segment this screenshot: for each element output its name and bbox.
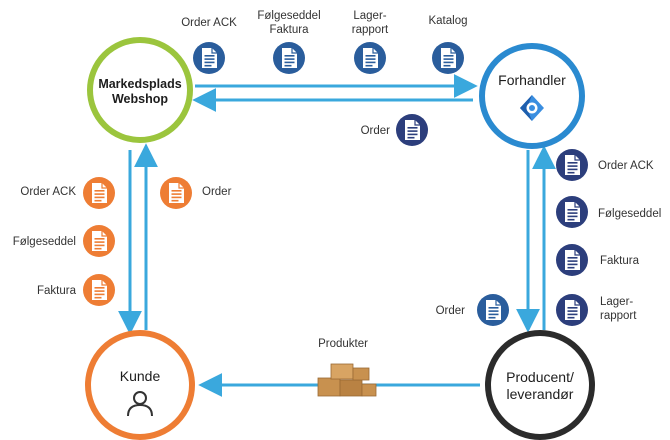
label-stock-report-right: Lager- rapport xyxy=(600,295,636,323)
doc-icon-order-ack-top xyxy=(193,42,225,74)
label-delivery-invoice-top-line1: Følgeseddel xyxy=(257,10,321,22)
customer-node xyxy=(85,330,195,440)
label-catalog-top: Katalog xyxy=(428,15,468,27)
label-invoice-left: Faktura xyxy=(37,285,76,297)
label-order-right: Order xyxy=(435,305,465,317)
marketplace-node xyxy=(87,37,193,143)
label-delivery-note-left: Følgeseddel xyxy=(12,236,76,248)
label-order-ack-top: Order ACK xyxy=(181,17,237,29)
doc-icon-stock-report-top xyxy=(354,42,386,74)
marketplace-label-line1: Markedsplads xyxy=(98,77,182,91)
doc-icon-invoice-left xyxy=(83,274,115,306)
person-icon xyxy=(127,391,153,417)
label-stock-report-top: Lager- rapport xyxy=(340,9,400,37)
doc-icon-stock-report-right xyxy=(556,294,588,326)
customer-label: Kunde xyxy=(119,368,161,384)
label-order-ack-right: Order ACK xyxy=(598,160,654,172)
doc-icon-delivery-note-left xyxy=(83,225,115,257)
producer-node xyxy=(485,330,595,440)
doc-icon-order-ack-right xyxy=(556,149,588,181)
dynamics-logo-icon xyxy=(520,95,544,121)
producer-label-line2: leverandør xyxy=(506,386,574,402)
label-order-middle: Order xyxy=(360,125,390,137)
label-delivery-invoice-top-line2: Faktura xyxy=(269,24,309,36)
doc-icon-order-right xyxy=(477,294,509,326)
boxes-icon xyxy=(317,363,377,397)
label-order-ack-left: Order ACK xyxy=(20,186,76,198)
marketplace-label-line2: Webshop xyxy=(111,92,169,106)
doc-icon-delivery-invoice-top xyxy=(273,42,305,74)
dealer-label: Forhandler xyxy=(498,72,566,88)
label-stock-report-top-line1: Lager- xyxy=(353,10,387,22)
label-stock-report-right-line1: Lager- xyxy=(600,296,634,308)
doc-icon-delivery-note-right xyxy=(556,196,588,228)
doc-icon-catalog-top xyxy=(432,42,464,74)
label-delivery-note-right: Følgeseddel xyxy=(598,208,662,220)
label-delivery-invoice-top: Følgeseddel Faktura xyxy=(249,9,329,37)
marketplace-label: Markedsplads Webshop xyxy=(90,77,190,107)
doc-icon-order-middle xyxy=(396,114,428,146)
producer-label: Producent/ leverandør xyxy=(490,369,590,403)
label-order-left: Order xyxy=(202,186,232,198)
doc-icon-order-ack-left xyxy=(83,177,115,209)
doc-icon-invoice-right xyxy=(556,244,588,276)
producer-label-line1: Producent/ xyxy=(506,369,574,385)
label-invoice-right: Faktura xyxy=(600,255,639,267)
doc-icon-order-left xyxy=(160,177,192,209)
label-stock-report-right-line2: rapport xyxy=(600,310,637,322)
label-products: Produkter xyxy=(318,338,368,350)
label-stock-report-top-line2: rapport xyxy=(351,24,389,36)
